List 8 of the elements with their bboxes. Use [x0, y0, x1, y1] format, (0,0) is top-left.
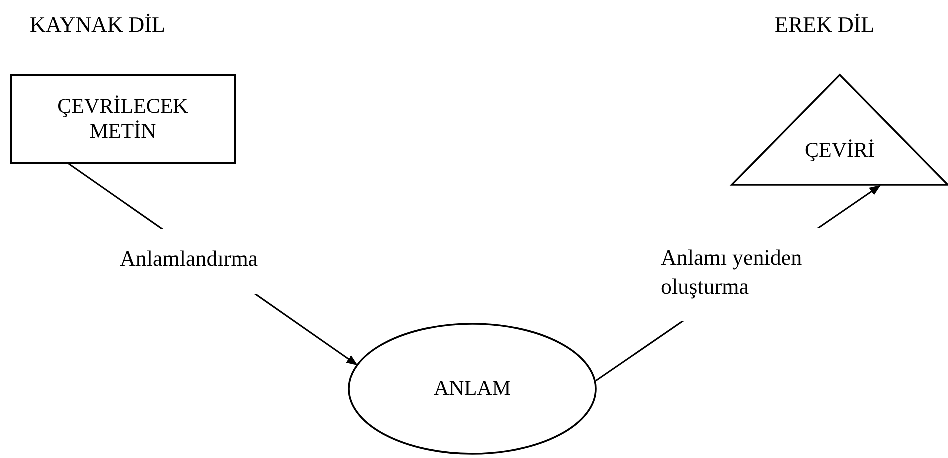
heading-label: EREK DİL	[775, 12, 875, 38]
node-text: ÇEVRİLECEK METİN	[56, 94, 190, 144]
triangle-node	[732, 74, 948, 186]
node-text: ÇEVİRİ	[805, 138, 875, 164]
heading-label: KAYNAK DİL	[30, 12, 166, 38]
ellipse-node	[348, 323, 597, 455]
node-text: ANLAM	[434, 376, 511, 402]
process-box	[10, 74, 236, 164]
